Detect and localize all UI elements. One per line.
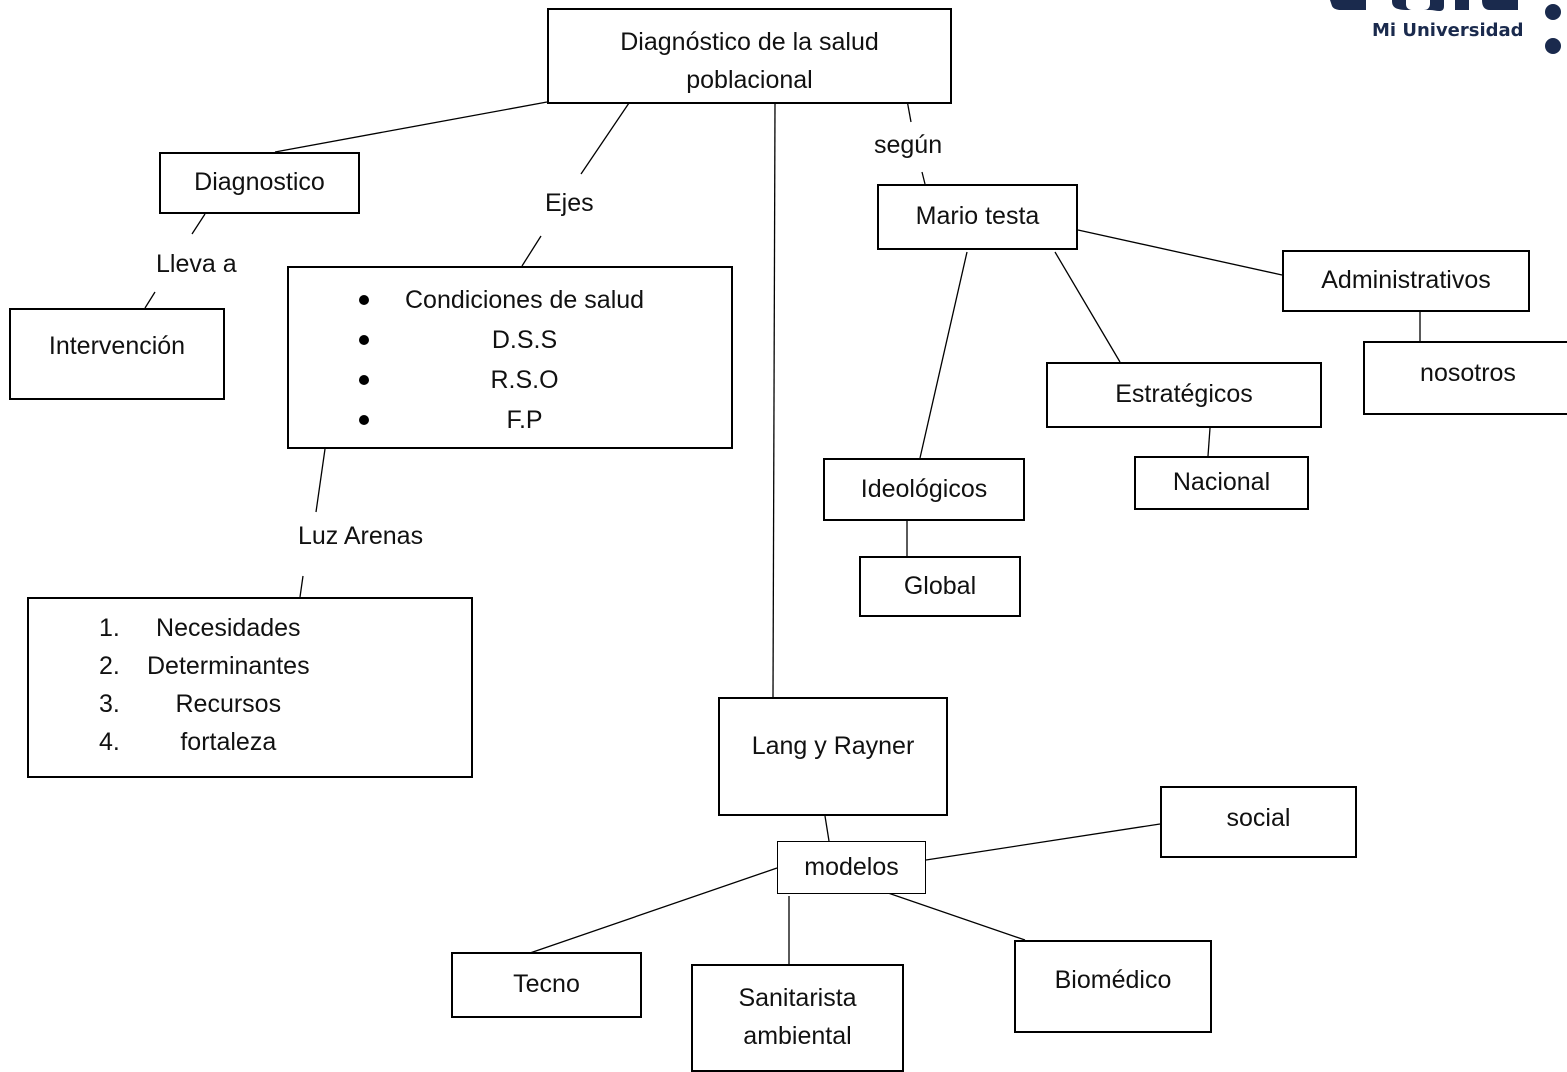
list-item: R.S.O — [359, 360, 644, 400]
estrategicos-label: Estratégicos — [1115, 380, 1253, 409]
modelos-box: modelos — [777, 841, 926, 894]
ejes-box: Condiciones de salud D.S.S R.S.O F.P — [287, 266, 733, 449]
sanitarista-line2: ambiental — [743, 1021, 852, 1050]
line-root-diagnostico — [274, 101, 548, 153]
lang-rayner-box: Lang y Rayner — [718, 697, 948, 816]
root-title-line2: poblacional — [686, 65, 813, 94]
diagnostico-box: Diagnostico — [159, 152, 360, 214]
global-label: Global — [903, 571, 977, 600]
estrategicos-box: Estratégicos — [1046, 362, 1322, 428]
list-item: 2.Determinantes — [99, 652, 310, 680]
luz-arenas-connector: Luz Arenas — [298, 522, 424, 550]
line-diagnostico-lleva — [191, 213, 206, 235]
segun-connector: según — [874, 131, 943, 159]
nosotros-label: nosotros — [1420, 359, 1516, 387]
global-box: Global — [859, 556, 1021, 617]
intervencion-box: Intervención — [9, 308, 225, 400]
list-item: 4.fortaleza — [99, 728, 277, 756]
diagnostico-label: Diagnostico — [194, 168, 325, 197]
luz-arenas-list: 1.Necesidades 2.Determinantes 3.Recursos… — [99, 609, 310, 761]
line-root-ejes — [580, 102, 630, 175]
intervencion-label: Intervención — [48, 332, 186, 360]
line-mario-estrategicos — [1054, 251, 1121, 363]
root-title-line1: Diagnóstico de la salud — [620, 28, 879, 56]
tecno-box: Tecno — [451, 952, 642, 1018]
line-lleva-intervencion — [144, 291, 156, 309]
list-item: 3.Recursos — [99, 690, 282, 718]
biomedico-box: Biomédico — [1014, 940, 1212, 1033]
lang-rayner-label: Lang y Rayner — [751, 732, 915, 760]
university-logo — [1330, 0, 1561, 54]
line-root-lang — [772, 102, 776, 698]
list-item: F.P — [359, 400, 644, 440]
line-modelos-social — [925, 823, 1161, 861]
line-mario-ideologicos — [919, 251, 968, 459]
social-label: social — [1226, 804, 1291, 832]
nacional-label: Nacional — [1172, 468, 1271, 497]
root-concept-box: Diagnóstico de la salud poblacional — [547, 8, 952, 104]
list-item: Condiciones de salud — [359, 280, 644, 320]
line-estrategicos-nacional — [1207, 427, 1211, 457]
lleva-a-connector: Lleva a — [156, 250, 237, 278]
line-ejesbox-luz — [315, 448, 326, 513]
sanitarista-box: Sanitarista ambiental — [691, 964, 904, 1072]
list-item: D.S.S — [359, 320, 644, 360]
line-modelos-tecno — [529, 867, 778, 954]
line-lang-modelos — [824, 815, 830, 842]
bullet-icon — [359, 415, 369, 425]
line-modelos-biomedico — [887, 892, 1026, 941]
nosotros-box: nosotros — [1363, 341, 1567, 415]
modelos-label: modelos — [804, 852, 899, 881]
ejes-connector: Ejes — [545, 189, 594, 217]
nacional-box: Nacional — [1134, 456, 1309, 510]
tecno-label: Tecno — [513, 970, 580, 999]
ideologicos-label: Ideológicos — [860, 474, 988, 503]
mario-testa-box: Mario testa — [877, 184, 1078, 250]
ideologicos-box: Ideológicos — [823, 458, 1025, 521]
logo-text: Mi Universidad — [1372, 20, 1524, 41]
list-item: 1.Necesidades — [99, 614, 301, 642]
line-ejes-box — [521, 235, 542, 267]
line-mario-admin — [1077, 229, 1283, 276]
bullet-icon — [359, 375, 369, 385]
administrativos-box: Administrativos — [1282, 250, 1530, 312]
ejes-list: Condiciones de salud D.S.S R.S.O F.P — [359, 280, 644, 440]
biomedico-label: Biomédico — [1054, 966, 1172, 994]
mario-testa-label: Mario testa — [915, 202, 1040, 231]
bullet-icon — [359, 335, 369, 345]
line-luz-listbox — [299, 575, 304, 598]
luz-arenas-box: 1.Necesidades 2.Determinantes 3.Recursos… — [27, 597, 473, 778]
bullet-icon — [359, 295, 369, 305]
social-box: social — [1160, 786, 1357, 858]
sanitarista-line1: Sanitarista — [738, 984, 857, 1012]
line-segun-mario — [921, 171, 926, 185]
administrativos-label: Administrativos — [1321, 266, 1491, 295]
